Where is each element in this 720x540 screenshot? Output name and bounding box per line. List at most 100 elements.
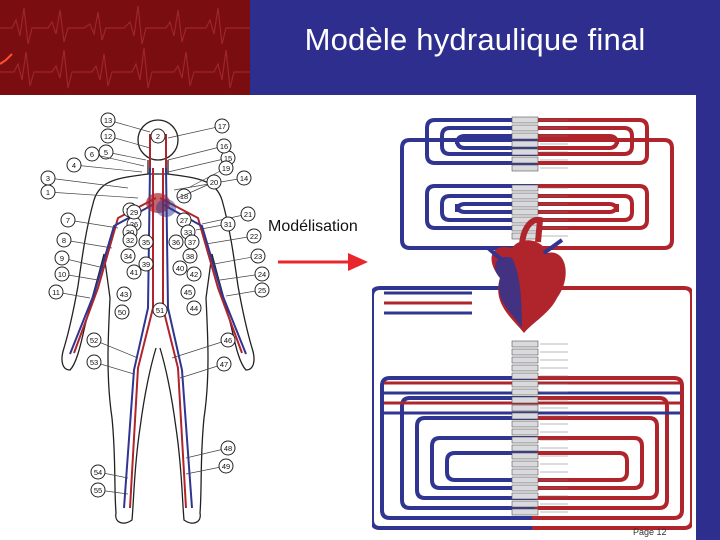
circuit-segment	[511, 164, 539, 172]
callout-label: 32	[126, 236, 134, 245]
callout-circle	[168, 234, 184, 250]
callout-label: 23	[254, 252, 262, 261]
heart-icon	[486, 216, 566, 333]
callout-line	[167, 125, 223, 139]
callout-label: 14	[240, 174, 248, 183]
circuit-segment	[511, 208, 539, 216]
callout-circle	[152, 302, 168, 318]
ecg-trace-icon	[0, 5, 250, 89]
callout-label: 42	[190, 270, 198, 279]
circuit-segment	[511, 388, 539, 396]
circuit-segment	[511, 116, 539, 124]
circuit-segment	[511, 356, 539, 364]
callout-circle	[186, 300, 202, 316]
callout-line	[171, 339, 229, 359]
hydraulic-model-diagram	[372, 116, 692, 530]
callout-circle	[56, 232, 72, 248]
circuit-loop-4-venous	[400, 138, 537, 250]
circuit-segment	[511, 132, 539, 140]
callout-label: 37	[188, 238, 196, 247]
callout-label: 20	[210, 178, 218, 187]
callout-label: 49	[222, 462, 230, 471]
callout-circle	[90, 464, 106, 480]
callout-circle	[126, 204, 142, 220]
page-number: Page 12	[633, 527, 667, 537]
callout-line	[63, 239, 113, 249]
callout-circle	[138, 256, 154, 272]
callout-circle	[122, 232, 138, 248]
callout-circle	[116, 286, 132, 302]
circuit-segment	[511, 184, 539, 192]
callout-circle	[220, 332, 236, 348]
caption-suffix: , Heart Model summary	[709, 266, 720, 391]
callout-line	[167, 145, 225, 161]
circuit-segment	[511, 372, 539, 380]
callout-circle	[218, 160, 234, 176]
circuit-segment	[511, 200, 539, 208]
circuit-segment	[511, 156, 539, 164]
callout-line	[73, 164, 143, 173]
callout-label: 1	[46, 188, 50, 197]
circuit-loop-9-venous	[380, 376, 532, 520]
callout-label: 7	[66, 216, 70, 225]
circuit-loop-13-venous	[445, 451, 537, 482]
callout-line	[179, 363, 225, 379]
callout-circle	[172, 260, 188, 276]
caption-strip	[693, 95, 696, 540]
circuit-segment	[511, 476, 539, 484]
callout-label: 48	[224, 444, 232, 453]
callout-label: 16	[220, 142, 228, 151]
callout-label: 4	[72, 161, 76, 170]
callout-circle	[86, 332, 102, 348]
callout-label: 2	[156, 132, 160, 141]
circuit-loop-11-venous	[415, 416, 537, 500]
ecg-panel	[0, 0, 250, 95]
callout-label: 52	[90, 336, 98, 345]
callout-circle	[176, 188, 192, 204]
circuit-segment	[511, 124, 539, 132]
callout-label: 9	[60, 254, 64, 263]
callout-circle	[90, 482, 106, 498]
circuit-loop-5-venous	[425, 184, 537, 230]
circuit-loop-11-arterial	[537, 416, 659, 500]
circuit-segment	[511, 452, 539, 460]
callout-line	[47, 177, 129, 189]
circuit-segment	[511, 364, 539, 372]
callout-label: 44	[190, 304, 198, 313]
callout-circle	[138, 234, 154, 250]
callout-circle	[236, 170, 252, 186]
callout-circle	[254, 266, 270, 282]
circuit-segment	[511, 348, 539, 356]
callout-circle	[100, 128, 116, 144]
circuit-loop-10-arterial	[534, 396, 669, 510]
callout-circle	[66, 157, 82, 173]
callout-label: 43	[120, 290, 128, 299]
callout-circle	[220, 440, 236, 456]
callout-label: 33	[184, 228, 192, 237]
right-band	[696, 0, 720, 540]
callout-circle	[126, 264, 142, 280]
circuit-segment	[511, 192, 539, 200]
callout-label: 10	[58, 270, 66, 279]
callout-circle	[218, 458, 234, 474]
callout-circle	[220, 216, 236, 232]
callout-circle	[54, 250, 70, 266]
circuit-loop-10-venous	[400, 396, 535, 510]
circuit-segment	[511, 380, 539, 388]
circuit-loop-13-arterial	[537, 451, 629, 482]
callout-label: 11	[52, 288, 60, 297]
slide-title: Modèle hydraulique final	[304, 22, 646, 57]
callout-label: 41	[130, 268, 138, 277]
callout-label: 12	[104, 132, 112, 141]
circuit-segment	[511, 436, 539, 444]
callout-circle	[120, 248, 136, 264]
callout-line	[67, 219, 119, 229]
body-heart-icon	[146, 193, 176, 217]
circuit-loop-5-arterial	[537, 184, 649, 230]
circuit-segment	[511, 500, 539, 508]
callout-label: 51	[156, 306, 164, 315]
callout-circle	[40, 170, 56, 186]
callout-label: 29	[130, 208, 138, 217]
callout-circle	[84, 146, 100, 162]
callout-label: 46	[224, 336, 232, 345]
